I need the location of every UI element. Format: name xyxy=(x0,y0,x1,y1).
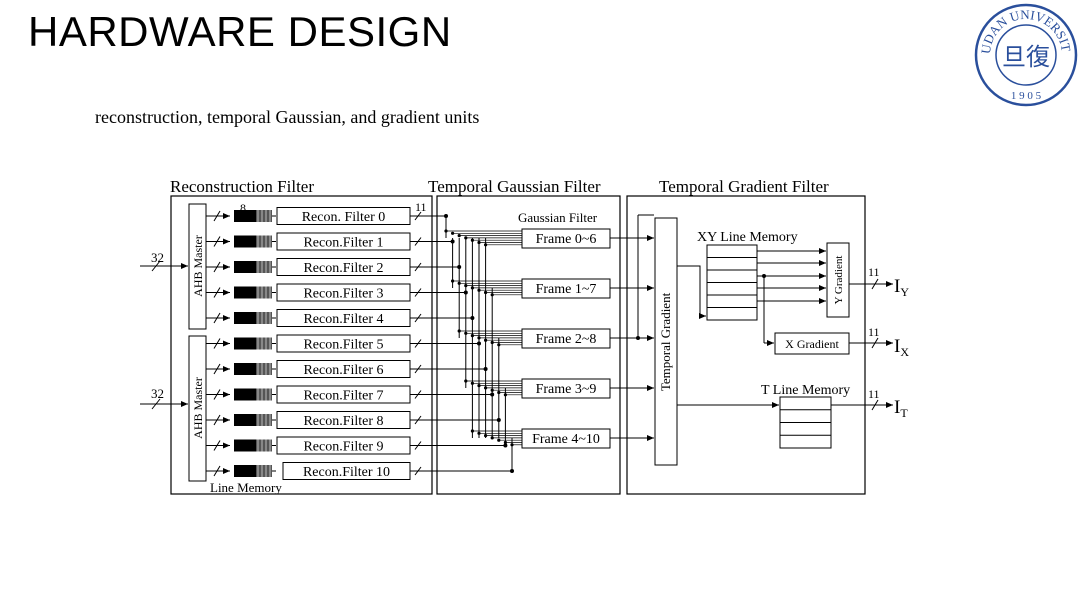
bus-width-input-top: 32 xyxy=(151,250,164,265)
ahb-master-bottom-label: AHB Master xyxy=(191,377,205,439)
recon-filter-row: Recon.Filter 3 xyxy=(206,283,437,302)
recon-filter-label: Recon.Filter 10 xyxy=(303,465,390,480)
bus-width-11-it: 11 xyxy=(868,387,880,401)
gaussian-frame: Frame 4~10 xyxy=(521,428,654,449)
gaussian-frame: Frame 0~6 xyxy=(521,228,654,249)
gaussian-frame: Frame 1~7 xyxy=(521,278,654,299)
bus-width-11-recon: 11 xyxy=(415,200,427,214)
recon-filter-label: Recon.Filter 5 xyxy=(303,338,383,353)
recon-filter-row: Recon.Filter 2 xyxy=(206,258,437,276)
line-memory-cell xyxy=(234,235,256,248)
recon-filter-label: Recon.Filter 6 xyxy=(303,363,383,378)
line-memory-cell xyxy=(234,261,256,273)
ahb-master-bottom xyxy=(188,335,207,482)
recon-filter-label: Recon. Filter 0 xyxy=(302,210,386,225)
temporal-gaussian-filter-block xyxy=(436,195,621,495)
temporal-gaussian-filter-header: Temporal Gaussian Filter xyxy=(428,177,601,196)
line-memory-cell xyxy=(234,363,256,375)
recon-filter-row: Recon.Filter 10 xyxy=(206,462,437,480)
recon-filter-row: Recon.Filter 1 xyxy=(206,232,437,251)
line-memory-cell xyxy=(234,337,256,350)
line-memory-cell xyxy=(234,210,256,222)
recon-filter-row: Recon.Filter 9 xyxy=(206,436,437,455)
recon-filter-row: Recon.Filter 6 xyxy=(206,360,437,378)
output-ix: IX xyxy=(894,336,909,359)
output-iy: IY xyxy=(894,276,909,299)
frame-label: Frame 4~10 xyxy=(532,432,600,447)
output-it: IT xyxy=(894,397,908,420)
logo-emblem: 旦復 xyxy=(1002,43,1050,71)
recon-filter-label: Recon.Filter 3 xyxy=(303,287,383,302)
xy-line-memory-label: XY Line Memory xyxy=(697,230,798,245)
line-memory-label: Line Memory xyxy=(210,480,282,495)
temporal-gradient-filter-header: Temporal Gradient Filter xyxy=(659,177,829,196)
gaussian-frame: Frame 2~8 xyxy=(521,328,654,349)
bus-width-11-ix: 11 xyxy=(868,325,880,339)
xy-line-memory xyxy=(706,244,758,321)
reconstruction-filter-header: Reconstruction Filter xyxy=(170,177,314,196)
temporal-gradient-filter-block xyxy=(626,195,866,495)
t-line-memory-label: T Line Memory xyxy=(761,383,850,398)
bus-width-input-bottom: 32 xyxy=(151,386,164,401)
line-memory-cell xyxy=(234,465,256,477)
recon-filter-row: Recon.Filter 4 xyxy=(206,309,437,327)
frame-label: Frame 0~6 xyxy=(536,232,597,247)
slide-subtitle: reconstruction, temporal Gaussian, and g… xyxy=(95,107,480,127)
bus-width-11-iy: 11 xyxy=(868,265,880,279)
temporal-gradient-label: Temporal Gradient xyxy=(658,292,673,391)
recon-filter-label: Recon.Filter 7 xyxy=(303,389,383,404)
recon-filter-row: Recon.Filter 8 xyxy=(206,411,437,429)
slide-title: HARDWARE DESIGN xyxy=(28,8,452,55)
gaussian-frame: Frame 3~9 xyxy=(521,378,654,399)
gaussian-filter-label: Gaussian Filter xyxy=(518,210,598,225)
x-gradient-label: X Gradient xyxy=(785,337,839,351)
ahb-master-top-label: AHB Master xyxy=(191,235,205,297)
recon-filter-row: Recon.Filter 5 xyxy=(206,334,437,353)
line-memory-cell xyxy=(234,286,256,299)
reconstruction-filter-block xyxy=(170,195,433,495)
recon-filter-label: Recon.Filter 8 xyxy=(303,414,383,429)
y-gradient-block xyxy=(826,242,850,318)
recon-filter-label: Recon.Filter 1 xyxy=(303,236,383,251)
bus-width-8: 8 xyxy=(240,201,246,215)
line-memory-cell xyxy=(234,439,256,452)
frame-label: Frame 2~8 xyxy=(536,332,597,347)
t-line-memory xyxy=(779,396,832,449)
line-memory-cell xyxy=(234,388,256,401)
line-memory-cell xyxy=(234,414,256,426)
recon-filter-row: Recon.Filter 7 xyxy=(206,385,437,404)
line-memory-cell xyxy=(234,312,256,324)
frame-label: Frame 1~7 xyxy=(536,282,597,297)
y-gradient-label: Y Gradient xyxy=(833,256,845,305)
recon-filter-label: Recon.Filter 2 xyxy=(303,261,383,276)
temporal-gradient-block xyxy=(654,217,678,466)
recon-filter-label: Recon.Filter 9 xyxy=(303,440,383,455)
logo-year: 1 9 0 5 xyxy=(1011,90,1042,102)
fudan-university-logo: FUDAN UNIVERSITY 1 9 0 5 旦復 xyxy=(974,3,1078,107)
frame-label: Frame 3~9 xyxy=(536,382,597,397)
recon-filter-label: Recon.Filter 4 xyxy=(303,312,383,327)
recon-filter-row: Recon. Filter 0 xyxy=(206,207,437,225)
